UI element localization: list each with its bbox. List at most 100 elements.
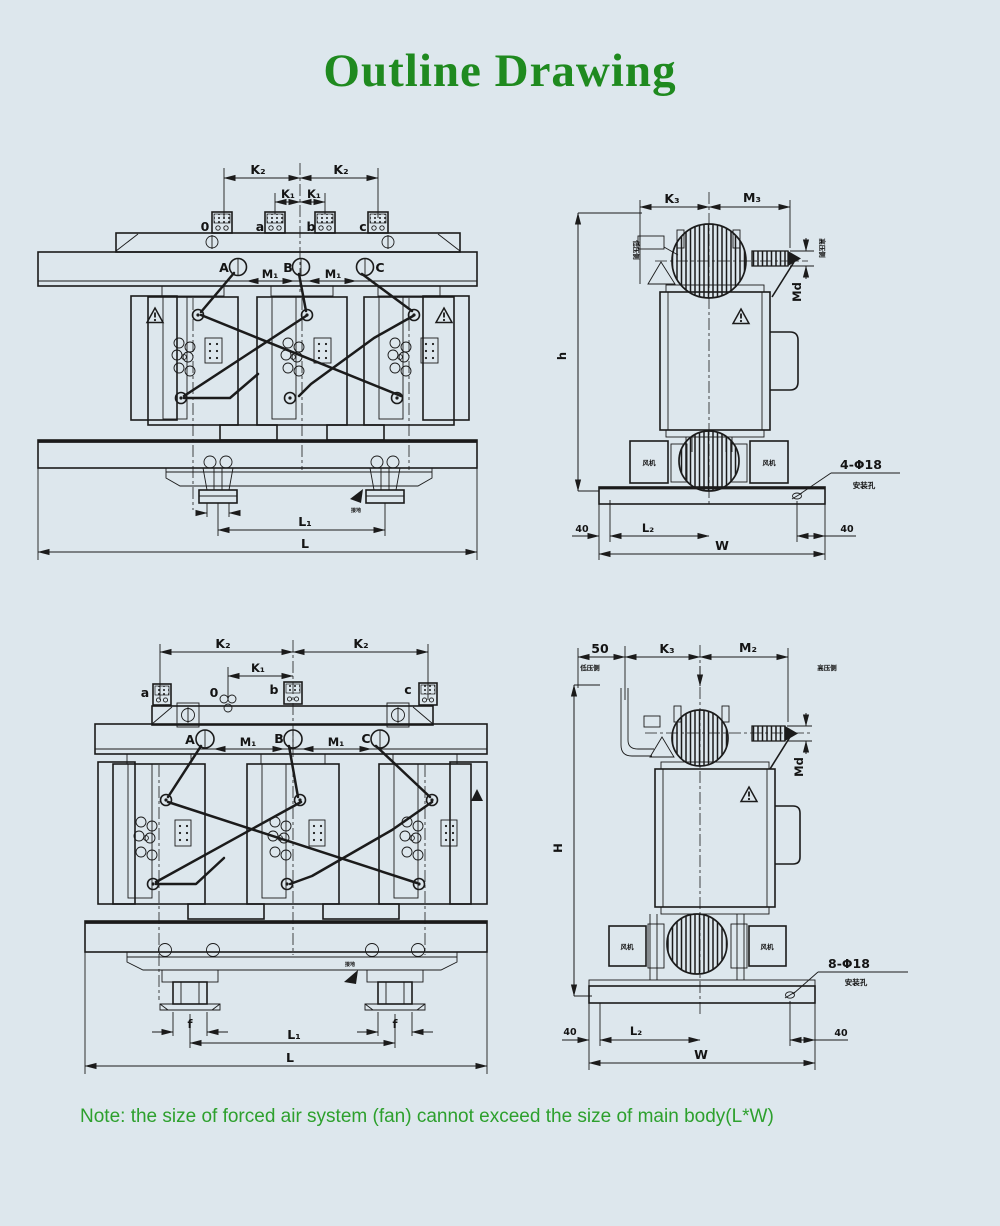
wheel: [666, 913, 728, 975]
side-view-bottom-drawing: 50 K₃ M₂ 低压侧 高压侧 H Md: [551, 640, 908, 1070]
mounting-hole-callout: 4-Φ18 安装孔: [799, 457, 900, 495]
holes-label: 4-Φ18: [840, 457, 882, 472]
dim-l1-group: L₁: [189, 1014, 396, 1048]
terminal-label-0: 0: [210, 685, 219, 700]
page-title: Outline Drawing: [323, 45, 677, 97]
wheel-right: [365, 455, 405, 504]
terminal-label-a: a: [256, 219, 264, 234]
fan-wheel-assembly: 风机 风机: [629, 430, 789, 492]
dim-label-l2: L₂: [642, 521, 654, 535]
dim-label-m1-right: M₁: [325, 267, 341, 281]
hv-bushing: [671, 223, 747, 299]
lv-side-label: 低压侧: [579, 663, 600, 672]
dim-label-m1-left: M₁: [262, 267, 278, 281]
base-assembly: 接地: [84, 920, 488, 1011]
dim-label-md: Md: [790, 282, 804, 302]
terminal-label-a: a: [141, 685, 149, 700]
dim-label-m2: M₂: [739, 640, 757, 655]
winding-c: [363, 285, 455, 426]
upper-clamp-band: A B C M₁ M₁: [37, 251, 478, 287]
hv-lead: Md: [751, 713, 812, 777]
warning-triangle-right-icon: [435, 307, 453, 324]
wheel: [678, 430, 740, 492]
dim-label-k1-left: K₁: [281, 187, 295, 201]
hv-terminals: a 0 b c: [141, 681, 438, 713]
fan-left-label: 风机: [621, 942, 635, 951]
dim-label-k2-right: K₂: [333, 162, 348, 177]
dim-label-k2-left: K₂: [215, 636, 230, 651]
upper-clamp-band: A B C M₁ M₁: [94, 723, 488, 755]
dim-l-group: L: [84, 952, 488, 1074]
terminal-label-b: b: [307, 219, 316, 234]
dim-k3-m3-group: K₃ M₃: [639, 190, 791, 248]
phase-label-a: A: [185, 732, 195, 747]
dim-label-l: L: [301, 536, 309, 551]
warning-triangle-icon: [740, 786, 758, 803]
lower-connector-right: [326, 424, 385, 441]
front-view-top-drawing: K₂ K₂ K₁ K₁ 0 a b c A B C: [37, 162, 478, 560]
mounting-hole-callout: 8-Φ18 安装孔: [792, 956, 908, 995]
bottom-dims: 40 L₂ 40 W: [572, 500, 856, 560]
side-view-top-panel: K₃ M₃ h 低压侧 Md 高压侧: [548, 180, 915, 574]
holes-note-label: 安装孔: [853, 480, 876, 490]
dim-label-k2-left: K₂: [250, 162, 265, 177]
side-view-bottom-panel: 50 K₃ M₂ 低压侧 高压侧 H Md: [548, 630, 915, 1082]
dim-k2-group: K₂ K₂: [159, 636, 429, 700]
hv-bushing: [671, 705, 730, 767]
phase-label-c: C: [361, 731, 370, 746]
dim-label-k3: K₃: [664, 191, 679, 206]
lv-lead: [620, 688, 675, 758]
lv-lead: 低压侧: [632, 235, 679, 285]
ground-label: 接地: [350, 507, 361, 514]
lv-side-label: 低压侧: [632, 239, 641, 260]
hv-lead: Md 高压侧: [751, 238, 827, 302]
dim-label-m1-right: M₁: [328, 735, 344, 749]
ground-symbol: 接地: [350, 489, 363, 514]
warning-triangle-left-icon: [146, 307, 164, 324]
dim-top-group: 50 K₃ M₂ 低压侧 高压侧: [577, 640, 837, 722]
front-view-bottom-panel: K₂ K₂ K₁ a 0 b c A B C M₁: [78, 628, 518, 1084]
terminal-label-b: b: [270, 682, 279, 697]
dim-h-group: H: [551, 684, 600, 997]
transformer-body: [659, 284, 799, 452]
holes-note-label: 安装孔: [845, 977, 868, 987]
fan-left-label: 风机: [643, 458, 657, 467]
dim-h-group: h: [555, 212, 642, 492]
terminal-label-c: c: [359, 219, 366, 234]
dim-label-k1: K₁: [251, 661, 265, 675]
dim-label-l1: L₁: [298, 514, 311, 529]
winding-section: [97, 744, 488, 920]
dim-l1-group: L₁: [217, 503, 386, 536]
top-beam: [115, 232, 461, 253]
dim-l-group: L: [37, 468, 478, 560]
centerlines: [645, 645, 812, 1015]
warning-triangle-icon: [471, 789, 483, 801]
base-plate: [598, 486, 826, 505]
dim-f-left-group: f: [152, 1012, 228, 1036]
dim-label-md: Md: [792, 757, 806, 777]
dim-label-40-left: 40: [575, 524, 589, 535]
side-view-top-drawing: K₃ M₃ h 低压侧 Md 高压侧: [555, 190, 900, 560]
dim-k1-group: K₁ K₁: [274, 187, 326, 214]
phase-label-b: B: [283, 260, 293, 275]
ground-symbol: 接地: [344, 961, 358, 984]
transformer-body: [649, 761, 801, 980]
dim-label-w: W: [694, 1047, 708, 1062]
dim-label-m1-left: M₁: [240, 735, 256, 749]
phase-label-b: B: [274, 731, 284, 746]
dim-label-50: 50: [591, 641, 609, 656]
hv-side-label: 高压侧: [817, 663, 837, 672]
dim-label-k3: K₃: [659, 641, 674, 656]
lower-connector-left: [187, 903, 265, 920]
dim-label-f-left: f: [187, 1017, 193, 1031]
phase-label-a: A: [219, 260, 229, 275]
dim-label-40-right: 40: [840, 524, 854, 535]
footer-note: Note: the size of forced air system (fan…: [80, 1106, 774, 1127]
dim-label-w: W: [715, 538, 729, 553]
fan-right-label: 风机: [763, 458, 777, 467]
front-view-bottom-drawing: K₂ K₂ K₁ a 0 b c A B C M₁: [84, 636, 488, 1074]
wheel-left: [195, 455, 241, 517]
dim-label-l1: L₁: [287, 1027, 300, 1042]
dim-label-l2: L₂: [630, 1024, 642, 1038]
